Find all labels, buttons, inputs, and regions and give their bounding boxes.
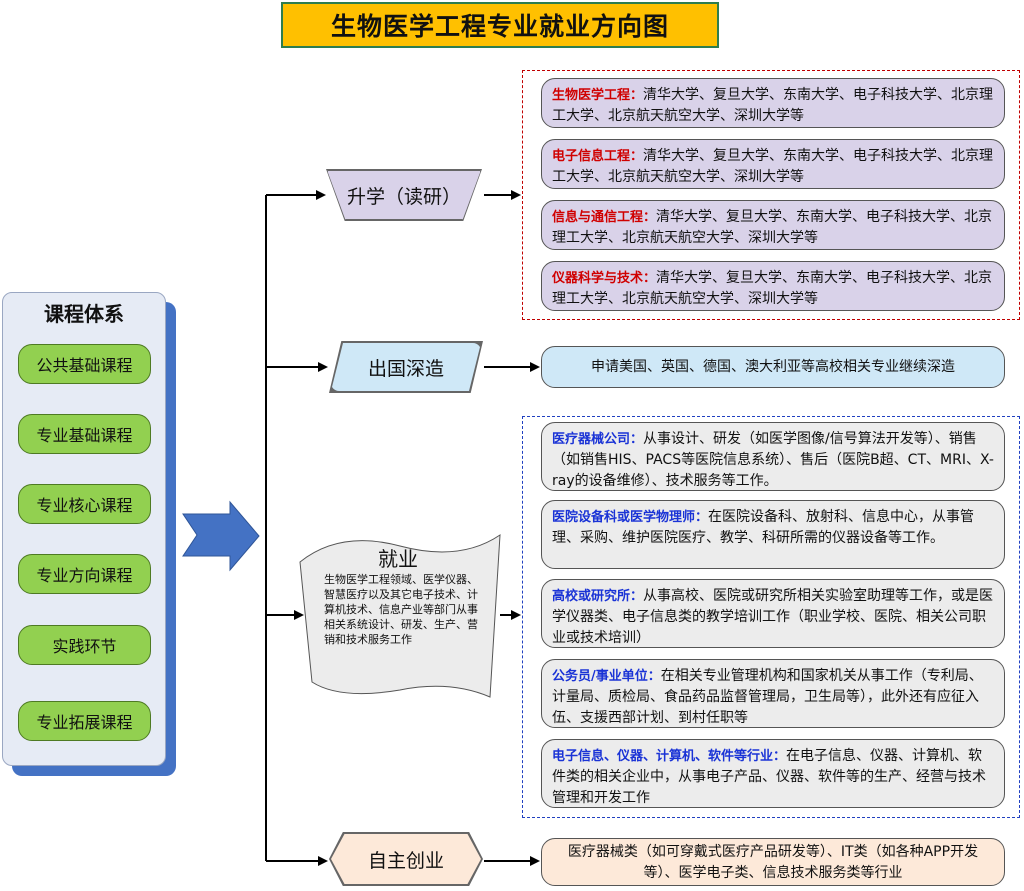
job-item: 医疗器械公司：从事设计、研发（如医学图像/信号算法开发等）、销售（如销售HIS、…	[541, 422, 1005, 491]
employment-shape	[299, 534, 501, 698]
study-item: 仪器科学与技术：清华大学、复旦大学、东南大学、电子科技大学、北京理工大学、北京航…	[541, 261, 1005, 311]
study-item-label: 生物医学工程：	[552, 88, 644, 103]
category-study: 升学（读研）	[327, 170, 481, 220]
job-item-label: 公务员/事业单位：	[552, 669, 661, 684]
course-item: 公共基础课程	[18, 344, 151, 384]
job-item: 高校或研究所：从事高校、医院或研究所相关实验室助理等工作，或是医学仪器类、电子信…	[541, 579, 1005, 648]
job-item-text: 在相关专业管理机构和国家机关从事工作（专利局、计量局、质检局、食品药品监督管理局…	[552, 668, 983, 726]
study-item-text: 清华大学、复旦大学、东南大学、电子科技大学、北京理工大学、北京航天航空大学、深圳…	[552, 209, 993, 246]
course-item: 专业拓展课程	[18, 701, 151, 741]
study-item: 生物医学工程：清华大学、复旦大学、东南大学、电子科技大学、北京理工大学、北京航天…	[541, 78, 1005, 128]
job-item-label: 高校或研究所：	[552, 589, 644, 604]
study-item-label: 电子信息工程：	[552, 149, 644, 164]
study-item-label: 仪器科学与技术：	[552, 271, 657, 286]
study-item-text: 清华大学、复旦大学、东南大学、电子科技大学、北京理工大学、北京航天航空大学、深圳…	[552, 87, 994, 124]
study-item-text: 清华大学、复旦大学、东南大学、电子科技大学、北京理工大学、北京航天航空大学、深圳…	[552, 148, 994, 185]
category-employment: 就业	[378, 547, 418, 571]
course-item: 专业核心课程	[18, 484, 151, 524]
job-item: 电子信息、仪器、计算机、软件等行业：在电子信息、仪器、计算机、软件类的相关企业中…	[541, 739, 1005, 808]
study-item: 电子信息工程：清华大学、复旦大学、东南大学、电子科技大学、北京理工大学、北京航天…	[541, 139, 1005, 189]
employment-group	[522, 416, 1020, 818]
course-item: 专业基础课程	[18, 414, 151, 454]
study-item: 信息与通信工程：清华大学、复旦大学、东南大学、电子科技大学、北京理工大学、北京航…	[541, 200, 1005, 250]
page-title: 生物医学工程专业就业方向图	[281, 2, 719, 48]
flow-arrow	[182, 500, 260, 572]
employment-description: 生物医学工程领域、医学仪器、智慧医疗以及其它电子技术、计算机技术、信息产业等部门…	[324, 573, 478, 646]
category-abroad: 出国深造	[331, 343, 481, 391]
job-item: 公务员/事业单位：在相关专业管理机构和国家机关从事工作（专利局、计量局、质检局、…	[541, 659, 1005, 728]
study-group	[522, 70, 1020, 320]
study-item-text: 清华大学、复旦大学、东南大学、电子科技大学、北京理工大学、北京航天航空大学、深圳…	[552, 270, 993, 307]
category-self-employ: 自主创业	[331, 834, 481, 884]
job-item-label: 医院设备科或医学物理师：	[552, 510, 709, 525]
study-item-label: 信息与通信工程：	[552, 210, 657, 225]
job-item-text: 在医院设备科、放射科、信息中心，从事管理、采购、维护医院医疗、教学、科研所需的仪…	[552, 509, 975, 546]
job-item-text: 从事设计、研发（如医学图像/信号算法开发等）、销售（如销售HIS、PACS等医院…	[552, 431, 994, 489]
curriculum-title: 课程体系	[44, 302, 124, 326]
self-employ-detail: 医疗器械类（如可穿戴式医疗产品研发等）、IT类（如各种APP开发等）、医学电子类…	[541, 838, 1005, 886]
job-item-label: 医疗器械公司：	[552, 432, 644, 447]
job-item-text: 在电子信息、仪器、计算机、软件类的相关企业中，从事电子产品、仪器、软件等的生产、…	[552, 748, 986, 806]
course-item: 专业方向课程	[18, 554, 151, 594]
abroad-detail: 申请美国、英国、德国、澳大利亚等高校相关专业继续深造	[541, 346, 1005, 388]
job-item-text: 从事高校、医院或研究所相关实验室助理等工作，或是医学仪器类、电子信息类的教学培训…	[552, 588, 994, 646]
job-item-label: 电子信息、仪器、计算机、软件等行业：	[552, 749, 787, 764]
job-item: 医院设备科或医学物理师：在医院设备科、放射科、信息中心，从事管理、采购、维护医院…	[541, 500, 1005, 569]
course-item: 实践环节	[18, 625, 151, 665]
